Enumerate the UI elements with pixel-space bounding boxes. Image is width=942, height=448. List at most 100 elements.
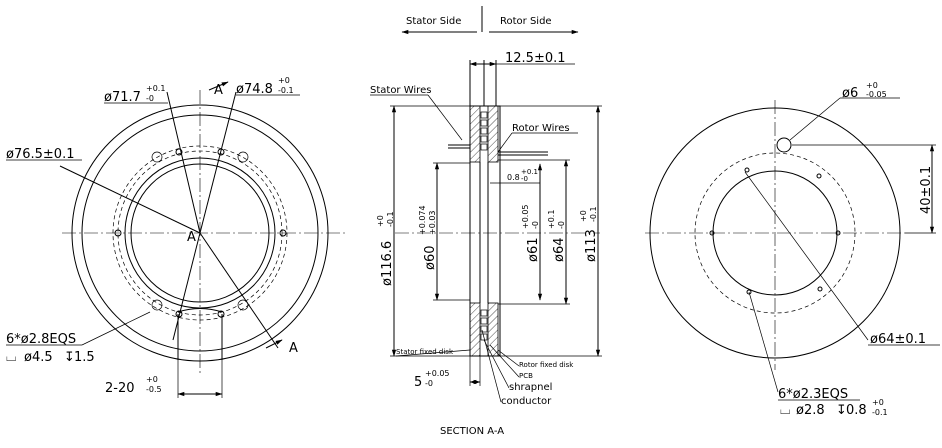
bottom-dim-label: 5 [414,375,422,390]
small-dim-label: 0.8 [507,173,520,182]
d64-label: ø64 [552,238,567,263]
outer-pcd-tol-up: +0 [278,76,290,85]
leader [483,339,510,389]
counterbore-symbol: ⌴ [6,350,16,365]
d113-tol-dn: -0.1 [589,206,598,222]
pin-hole-label: ø6 [842,86,858,101]
ring [480,111,488,119]
bottom-dim-tol-dn: -0 [425,379,433,388]
stator-side-label: Stator Side [406,16,461,27]
bore-leader [744,171,869,341]
section-line [172,232,201,341]
right-depth-symbol: ↧ [836,403,847,418]
offset-label: 40±0.1 [919,166,934,214]
shrapnel-label: shrapnel [509,382,552,393]
d116-tol-dn: -0.1 [386,211,395,227]
inner-pcd-tol-up: +0.1 [146,84,165,93]
hole [709,230,715,236]
section-mark-top: A [214,83,223,98]
small-dim-tol-up: +0.1 [521,168,538,176]
hole [279,229,287,237]
hole [175,148,183,156]
d113-label: ø113 [584,229,599,262]
side-header: Stator Side Rotor Side [401,6,579,35]
holes-label: 6*ø2.8EQS [6,332,76,347]
hole [816,173,822,179]
section-line [199,91,237,234]
stator-disk-bottom [469,302,481,357]
stator-wires-label: Stator Wires [370,85,431,96]
pin-hole [776,137,792,153]
outer-pcd-label: ø74.8 [236,82,273,97]
width-dim-label: 12.5±0.1 [505,51,566,66]
d61-label: ø61 [526,238,541,263]
hole [114,229,122,237]
d60-tol-up: +0.074 [418,205,427,235]
rotor-disk-top [487,105,499,163]
section-mark-bottom: A [289,341,298,356]
leader [395,349,471,357]
right-holes-label: 6*ø2.3EQS [778,387,848,402]
d60-label: ø60 [423,246,438,271]
right-counterbore-symbol: ⌴ [780,403,790,418]
small-dim-tol-dn: -0 [521,175,528,183]
d113-tol-up: +0 [579,210,588,222]
hole [817,286,823,292]
center-mark: A [187,230,196,245]
conductor-label: conductor [501,396,552,407]
right-counterbore-label: ø2.8 [796,403,825,418]
right-holes [709,167,841,295]
counterbore [151,151,163,163]
right-depth-tol-dn: -0.1 [872,408,888,417]
ring [480,143,488,151]
pin-hole-tol-dn: -0.05 [866,90,887,99]
left-holes [114,148,287,318]
ring [480,127,488,135]
ring [480,317,488,325]
section-arrow-bottom [265,339,283,349]
stator-disk-top [469,105,481,163]
ring [480,309,488,317]
left-view: A A A ø71.7 +0.1 -0 ø74.8 +0 -0.1 ø76.5±… [6,76,345,398]
rotor-fixed-disk-label: Rotor fixed disk [519,361,574,369]
ring [480,119,488,127]
depth-symbol: ↧ [64,350,75,365]
pcb-label: PCB [519,372,533,380]
d116-tol-up: +0 [376,215,385,227]
section-title: SECTION A-A [440,426,504,437]
counterbore [237,151,249,163]
right-depth-tol-up: +0 [872,398,884,407]
slot-tol-dn: -0.5 [146,385,162,394]
rotor-wires-label: Rotor Wires [512,123,570,134]
pcb-rings-top [480,111,488,151]
outer-diameter-leader [59,165,201,234]
counterbore [151,299,163,311]
outer-pcd-tol-dn: -0.1 [278,86,294,95]
hole [835,230,841,236]
counterbore-label: ø4.5 [24,350,53,365]
d61-tol-up: +0.05 [521,204,530,229]
inner-pcd-tol-dn: -0 [146,94,154,103]
ring [480,135,488,143]
leader [489,344,520,378]
outer-diameter-label: ø76.5±0.1 [6,147,74,162]
section-line [166,91,201,234]
d61-tol-dn: -0 [531,221,540,229]
ring [480,325,488,333]
d64-tol-dn: -0 [557,221,566,229]
pin-hole-tol-up: +0 [866,81,878,90]
section-arrow-top [208,81,229,91]
hole [744,167,750,173]
right-view: ø6 +0 -0.05 40±0.1 ø64±0.1 6*ø2.3EQS ⌴ ø… [645,81,940,418]
bottom-dim-tol-up: +0.05 [425,369,450,378]
hole [217,310,225,318]
stator-fixed-disk-label: Stator fixed disk [396,348,454,356]
slot-label: 2-20 [105,381,135,396]
hole [746,289,752,295]
holes-leader [748,291,779,393]
counterbore-depth: 1.5 [74,350,95,365]
pcb-rings-bottom [480,309,488,341]
pin-leader [789,97,841,141]
d64-tol-up: +0.1 [547,210,556,229]
